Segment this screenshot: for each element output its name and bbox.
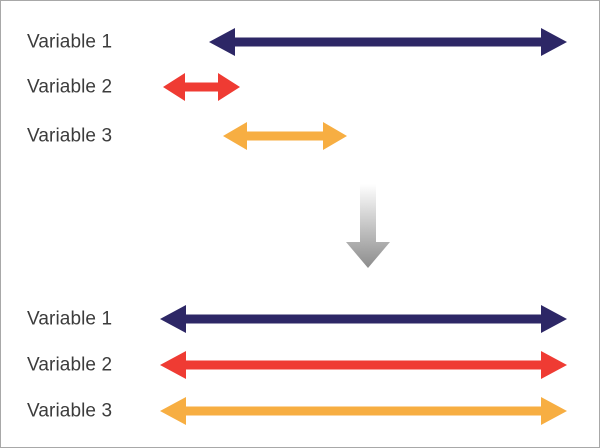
variable-3-range-arrow [160, 397, 567, 425]
variable-2-range-arrow [160, 351, 567, 379]
arrow-shape [160, 397, 567, 425]
variable-2-range-arrow [163, 73, 240, 101]
variable-label-3: Variable 3 [27, 125, 113, 147]
variable-label-2: Variable 2 [27, 354, 113, 376]
variable-1-range-arrow [209, 28, 567, 56]
arrow-shape [209, 28, 567, 56]
arrow-shape [160, 305, 567, 333]
arrow-shape [163, 73, 240, 101]
transformation-down-arrow [346, 184, 390, 268]
variable-label-3: Variable 3 [27, 400, 113, 422]
variable-1-range-arrow [160, 305, 567, 333]
arrow-shape [223, 122, 347, 150]
variable-label-1: Variable 1 [27, 308, 113, 330]
down-arrow-shape [346, 184, 390, 268]
variable-label-1: Variable 1 [27, 31, 113, 53]
variable-3-range-arrow [223, 122, 347, 150]
variable-label-2: Variable 2 [27, 76, 113, 98]
arrow-shape [160, 351, 567, 379]
